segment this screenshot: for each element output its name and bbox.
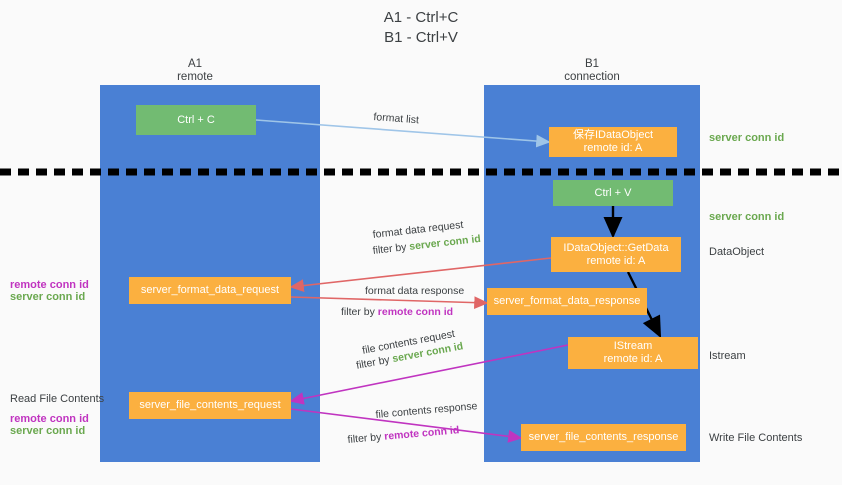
lane-header-a1: A1 remote — [177, 58, 213, 83]
label-file-server-conn-id: server conn id — [10, 425, 86, 437]
node-server-format-data-response[interactable]: server_format_data_response — [487, 288, 647, 315]
label-file-remote-conn-id: remote conn id — [10, 413, 89, 425]
node-save-idataobject[interactable]: 保存IDataObject remote id: A — [549, 127, 677, 157]
node-server-format-data-request[interactable]: server_format_data_request — [129, 277, 291, 304]
edge-label-format-data-response: format data response — [365, 285, 465, 297]
arrow-file-contents-response — [290, 408, 523, 443]
edge-label-format-data-response-filter: filter by remote conn id — [341, 305, 453, 319]
arrow-format-list — [255, 119, 551, 148]
edge-label-filter-key-remote-conn-id: remote conn id — [377, 306, 454, 318]
label-dataobject: DataObject — [709, 246, 765, 258]
edge-label-filter-prefix: filter by — [347, 430, 385, 446]
lane-header-b1: B1 connection — [564, 58, 620, 83]
diagram-title: A1 - Ctrl+C B1 - Ctrl+V — [383, 9, 459, 46]
node-ctrl-c[interactable]: Ctrl + C — [136, 105, 256, 135]
node-server-file-contents-response[interactable]: server_file_contents_response — [521, 424, 686, 451]
node-server-file-contents-request[interactable]: server_file_contents_request — [129, 392, 291, 419]
arrow-format-data-request — [289, 257, 552, 292]
label-server-conn-id-top: server conn id — [709, 132, 785, 144]
label-read-file-contents: Read File Contents — [10, 393, 105, 405]
label-format-remote-conn-id: remote conn id — [10, 279, 89, 291]
label-format-server-conn-id: server conn id — [10, 291, 86, 303]
node-ctrl-v[interactable]: Ctrl + V — [553, 180, 673, 206]
edge-label-filter-prefix: filter by — [341, 306, 378, 318]
label-write-file-contents: Write File Contents — [709, 432, 803, 444]
node-istream[interactable]: IStream remote id: A — [568, 337, 698, 369]
arrow-format-data-response — [290, 296, 489, 310]
label-server-conn-id-mid: server conn id — [709, 211, 785, 223]
node-idataobject-getdata[interactable]: IDataObject::GetData remote id: A — [551, 237, 681, 272]
arrow-file-contents-request — [289, 344, 569, 405]
label-istream: Istream — [709, 350, 746, 362]
